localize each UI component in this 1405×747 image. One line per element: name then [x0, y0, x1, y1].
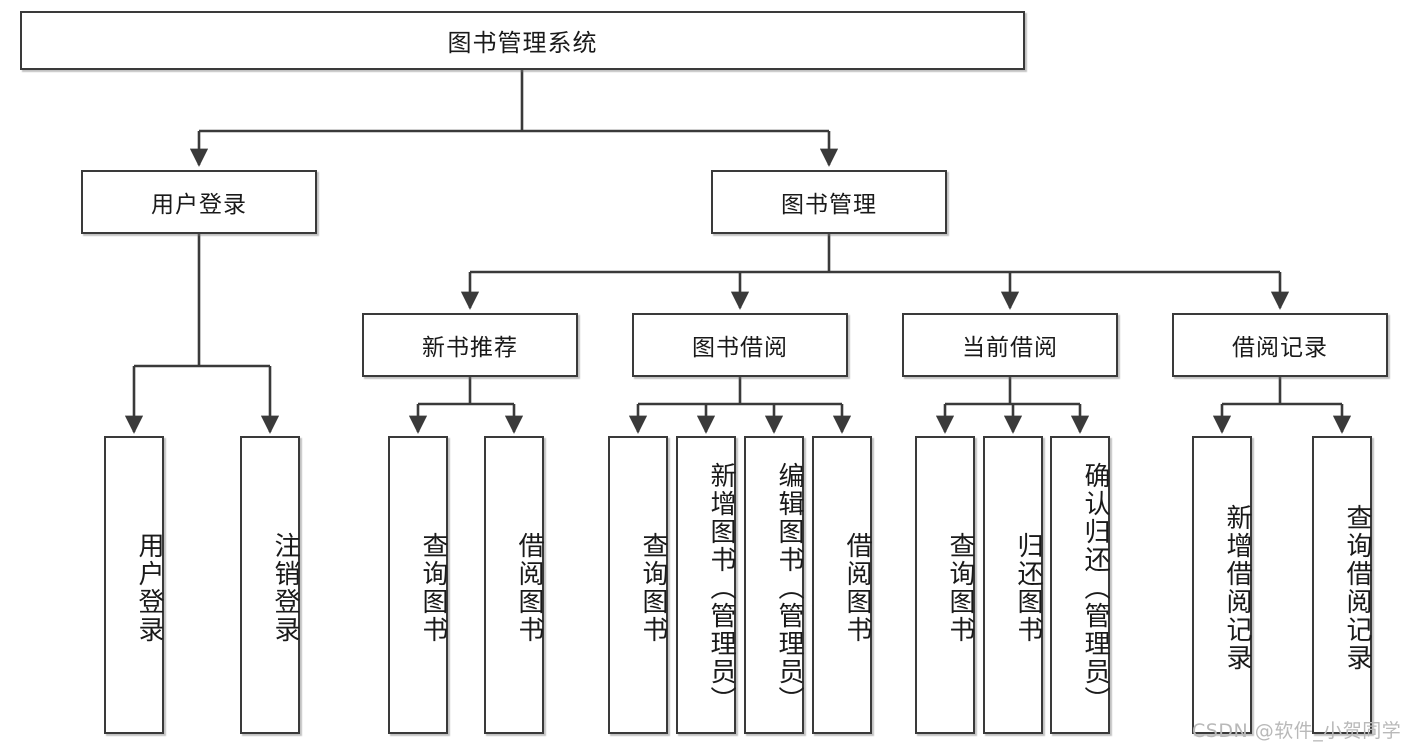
watermark: CSDN @软件_小贺同学 [1192, 720, 1402, 742]
node-leaf-user-logout-label: 注销登录 [270, 532, 300, 644]
node-book-borrow-label: 图书借阅 [692, 335, 788, 361]
node-leaf-borrow-book-rec-label: 借阅图书 [514, 532, 544, 644]
node-leaf-query-borrow-record[interactable]: 查询借阅记录 [1312, 436, 1372, 734]
node-leaf-query-borrow-record-label: 查询借阅记录 [1342, 504, 1372, 672]
node-leaf-query-book-borrow[interactable]: 查询图书 [608, 436, 668, 734]
node-book-borrow[interactable]: 图书借阅 [632, 313, 848, 377]
node-borrow-record-label: 借阅记录 [1232, 335, 1328, 361]
node-borrow-record[interactable]: 借阅记录 [1172, 313, 1388, 377]
node-leaf-edit-book-admin-label: 编辑图书（管理员） [774, 462, 804, 714]
node-root-label: 图书管理系统 [447, 29, 598, 57]
node-leaf-query-book-current[interactable]: 查询图书 [915, 436, 975, 734]
node-leaf-borrow-book-label: 借阅图书 [842, 532, 872, 644]
node-leaf-add-borrow-record-label: 新增借阅记录 [1222, 504, 1252, 672]
node-leaf-user-login[interactable]: 用户登录 [104, 436, 164, 734]
node-leaf-query-book-borrow-label: 查询图书 [638, 532, 668, 644]
node-leaf-user-login-label: 用户登录 [134, 532, 164, 644]
node-leaf-confirm-return-admin-label: 确认归还（管理员） [1080, 462, 1110, 714]
node-user-login-label: 用户登录 [151, 192, 247, 218]
node-leaf-add-borrow-record[interactable]: 新增借阅记录 [1192, 436, 1252, 734]
node-leaf-return-book[interactable]: 归还图书 [983, 436, 1043, 734]
node-leaf-borrow-book-rec[interactable]: 借阅图书 [484, 436, 544, 734]
node-leaf-user-logout[interactable]: 注销登录 [240, 436, 300, 734]
node-leaf-edit-book-admin[interactable]: 编辑图书（管理员） [744, 436, 804, 734]
node-leaf-query-book-rec-label: 查询图书 [418, 532, 448, 644]
node-current-borrow[interactable]: 当前借阅 [902, 313, 1118, 377]
node-leaf-query-book-current-label: 查询图书 [945, 532, 975, 644]
node-leaf-query-book-rec[interactable]: 查询图书 [388, 436, 448, 734]
node-leaf-confirm-return-admin[interactable]: 确认归还（管理员） [1050, 436, 1110, 734]
node-new-book-rec-label: 新书推荐 [422, 335, 518, 361]
node-leaf-add-book-admin[interactable]: 新增图书（管理员） [676, 436, 736, 734]
node-root[interactable]: 图书管理系统 [20, 11, 1025, 70]
node-user-login[interactable]: 用户登录 [81, 170, 317, 234]
node-leaf-return-book-label: 归还图书 [1013, 532, 1043, 644]
node-book-manage-label: 图书管理 [781, 192, 877, 218]
node-current-borrow-label: 当前借阅 [962, 335, 1058, 361]
node-new-book-rec[interactable]: 新书推荐 [362, 313, 578, 377]
node-book-manage[interactable]: 图书管理 [711, 170, 947, 234]
node-leaf-borrow-book[interactable]: 借阅图书 [812, 436, 872, 734]
node-leaf-add-book-admin-label: 新增图书（管理员） [706, 462, 736, 714]
